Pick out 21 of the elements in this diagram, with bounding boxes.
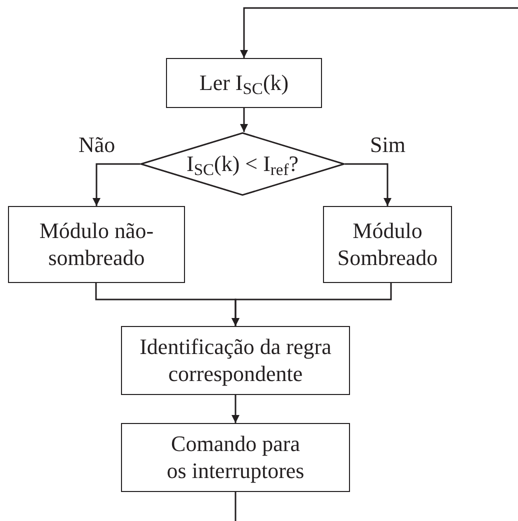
arrow (240, 7, 518, 58)
node-text: Ler I$_{SC}$(k) (198, 70, 290, 96)
arrow (232, 395, 240, 423)
arrow (92, 163, 140, 206)
process-box (8, 206, 185, 283)
edge-label: Sim (370, 134, 406, 156)
connector-line (234, 492, 236, 521)
arrow (240, 108, 248, 132)
process-box (121, 423, 350, 492)
process-box (166, 58, 322, 108)
process-box (121, 326, 350, 395)
decision-diamond (140, 132, 345, 196)
node-text: Módulo Sombreado (336, 218, 439, 271)
arrow (345, 163, 392, 206)
arrow (232, 283, 392, 326)
node-text: Identificação da regra correspondente (138, 334, 332, 387)
node-text: I$_{SC}$(k) < I$_{ref}$? (186, 150, 300, 178)
edge-label: Não (78, 134, 116, 156)
node-text: Módulo não-sombreado (38, 218, 155, 271)
process-box (323, 206, 452, 283)
node-text: Comando para os interruptores (166, 431, 306, 484)
